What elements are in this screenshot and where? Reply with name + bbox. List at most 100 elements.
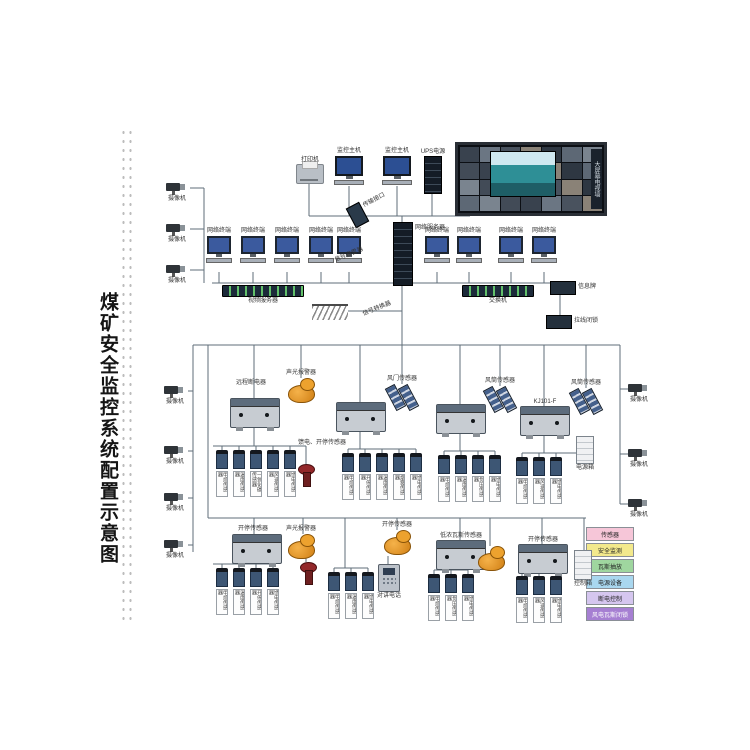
sensor-60: 风速传感器 xyxy=(533,457,545,504)
camera-label: 摄像机 xyxy=(165,399,185,405)
camera-6: 摄像机 xyxy=(164,538,186,559)
sensor-53: 烟雾传感器 xyxy=(393,453,405,500)
monitor-host-1: 监控主机 xyxy=(334,148,364,186)
sensor-61: 馈电传感器 xyxy=(550,457,562,504)
sensor-label: 温度传感器 xyxy=(376,474,388,500)
sensor-79: 甲烷传感器 xyxy=(428,574,440,621)
legend-item: 电源设备 xyxy=(586,575,634,589)
diagram-title: 煤矿安全监控系统配置示意图 xyxy=(97,292,118,565)
monitor-host-2-label: 监控主机 xyxy=(384,148,410,154)
alarm-3-label: 开停传感器 xyxy=(381,522,413,528)
wall-screen xyxy=(460,179,480,195)
camera-icon xyxy=(628,499,642,507)
substation-2 xyxy=(336,402,386,435)
camera-icon xyxy=(164,540,178,548)
alarm-2-label: 声光报警器 xyxy=(285,526,317,532)
sensor-77: 温度传感器 xyxy=(345,572,357,619)
sensor-73: 温度传感器 xyxy=(233,568,245,615)
camera-icon xyxy=(166,183,180,191)
valve-2 xyxy=(300,562,317,585)
power-box-label: 电源箱 xyxy=(575,465,595,471)
sensor-78: 馈电传感器 xyxy=(362,572,374,619)
substation-4: KJ101-F xyxy=(520,399,570,439)
sensor-54: 馈电传感器 xyxy=(410,453,422,500)
sensor-57: 负压传感器 xyxy=(472,455,484,502)
legend: 传感器安全监测瓦斯抽放电源设备断电控制风电瓦斯闭锁 xyxy=(586,527,634,623)
wall-screen xyxy=(541,195,562,211)
sensor-48: 风速传感器 xyxy=(267,450,279,497)
sensor-82: 甲烷传感器 xyxy=(516,576,528,623)
camera-icon xyxy=(166,224,180,232)
camera-label: 摄像机 xyxy=(165,553,185,559)
alarm-4 xyxy=(478,546,505,571)
terminal-label: 网络终端 xyxy=(456,228,482,234)
camera-label: 摄像机 xyxy=(165,459,185,465)
wall-screen xyxy=(562,147,582,163)
sensor-80: 负压传感器 xyxy=(445,574,457,621)
wall-screen xyxy=(460,195,480,211)
sensor-label: 甲烷传感器 xyxy=(516,597,528,623)
ground-symbol xyxy=(312,304,348,320)
sensor-51: 开停传感器 xyxy=(359,453,371,500)
camera-icon xyxy=(628,384,642,392)
valve-1 xyxy=(298,464,315,487)
camera-label: 摄像机 xyxy=(629,512,649,518)
alarm-3: 开停传感器 xyxy=(382,522,412,555)
substation-6-label: 低浓瓦斯传感器 xyxy=(439,533,483,539)
sensor-label: 甲烷传感器 xyxy=(216,589,228,615)
sensor-label: 一氧化碳传感器 xyxy=(250,471,262,497)
legend-item: 风电瓦斯闭锁 xyxy=(586,607,634,621)
substation-6: 低浓瓦斯传感器 xyxy=(436,533,486,573)
air-duct-sensor-1-label: 风筒传感器 xyxy=(484,378,516,384)
ethernet-switch-label: 交换机 xyxy=(488,298,508,304)
camera-9: 摄像机 xyxy=(628,497,650,518)
video-server-switch: 视频服务器 xyxy=(222,285,304,304)
sensor-59: 甲烷传感器 xyxy=(516,457,528,504)
dot-pattern xyxy=(120,128,136,620)
sensor-label: 开停传感器 xyxy=(359,474,371,500)
text-label: 远程断电器 xyxy=(236,380,267,386)
sensor-76: 甲烷传感器 xyxy=(328,572,340,619)
sensor-label: 馈电传感器 xyxy=(284,471,296,497)
wind-door-sensor-label: 风门传感器 xyxy=(386,376,418,382)
wall-screen xyxy=(460,163,480,179)
sensor-50: 甲烷传感器 xyxy=(342,453,354,500)
sensor-label: 温度传感器 xyxy=(233,589,245,615)
video-wall: 大屏幕电视墙 xyxy=(455,142,607,216)
sensor-label: 温度传感器 xyxy=(233,471,245,497)
camera-label: 摄像机 xyxy=(167,237,187,243)
sensor-74: 开停传感器 xyxy=(250,568,262,615)
sensor-label: 馈电传感器 xyxy=(489,476,501,502)
sensor-label: 甲烷传感器 xyxy=(342,474,354,500)
wall-screen xyxy=(562,163,582,179)
camera-icon xyxy=(164,386,178,394)
terminal-17: 网络终端 xyxy=(206,228,232,272)
wall-screen xyxy=(460,147,480,163)
sensor-45: 甲烷传感器 xyxy=(216,450,228,497)
sensor-label: 风速传感器 xyxy=(267,471,279,497)
camera-icon xyxy=(164,446,178,454)
sensor-55: 甲烷传感器 xyxy=(438,455,450,502)
wall-screen xyxy=(521,195,541,211)
sensor-83: 风速传感器 xyxy=(533,576,545,623)
wall-screen xyxy=(500,195,521,211)
camera-icon xyxy=(628,449,642,457)
terminal-19: 网络终端 xyxy=(274,228,300,272)
sensor-52: 温度传感器 xyxy=(376,453,388,500)
text-label: 馈电、开停传感器 xyxy=(298,440,347,446)
ups: UPS电源 xyxy=(421,149,445,194)
camera-0: 摄像机 xyxy=(166,181,188,202)
air-duct-sensor-2-label: 风筒传感器 xyxy=(570,380,602,386)
terminal-24: 网络终端 xyxy=(498,228,524,272)
camera-5: 摄像机 xyxy=(164,491,186,512)
sensor-label: 负压传感器 xyxy=(472,476,484,502)
alarm-1: 声光报警器 xyxy=(286,370,316,403)
camera-4: 摄像机 xyxy=(164,444,186,465)
pull-wire-lock: 拉线闭锁 xyxy=(546,315,598,329)
substation-5 xyxy=(232,534,282,567)
sensor-label: 温度传感器 xyxy=(345,593,357,619)
terminal-20: 网络终端 xyxy=(308,228,334,272)
wall-screen xyxy=(562,179,582,195)
terminal-label: 网络终端 xyxy=(531,228,557,234)
